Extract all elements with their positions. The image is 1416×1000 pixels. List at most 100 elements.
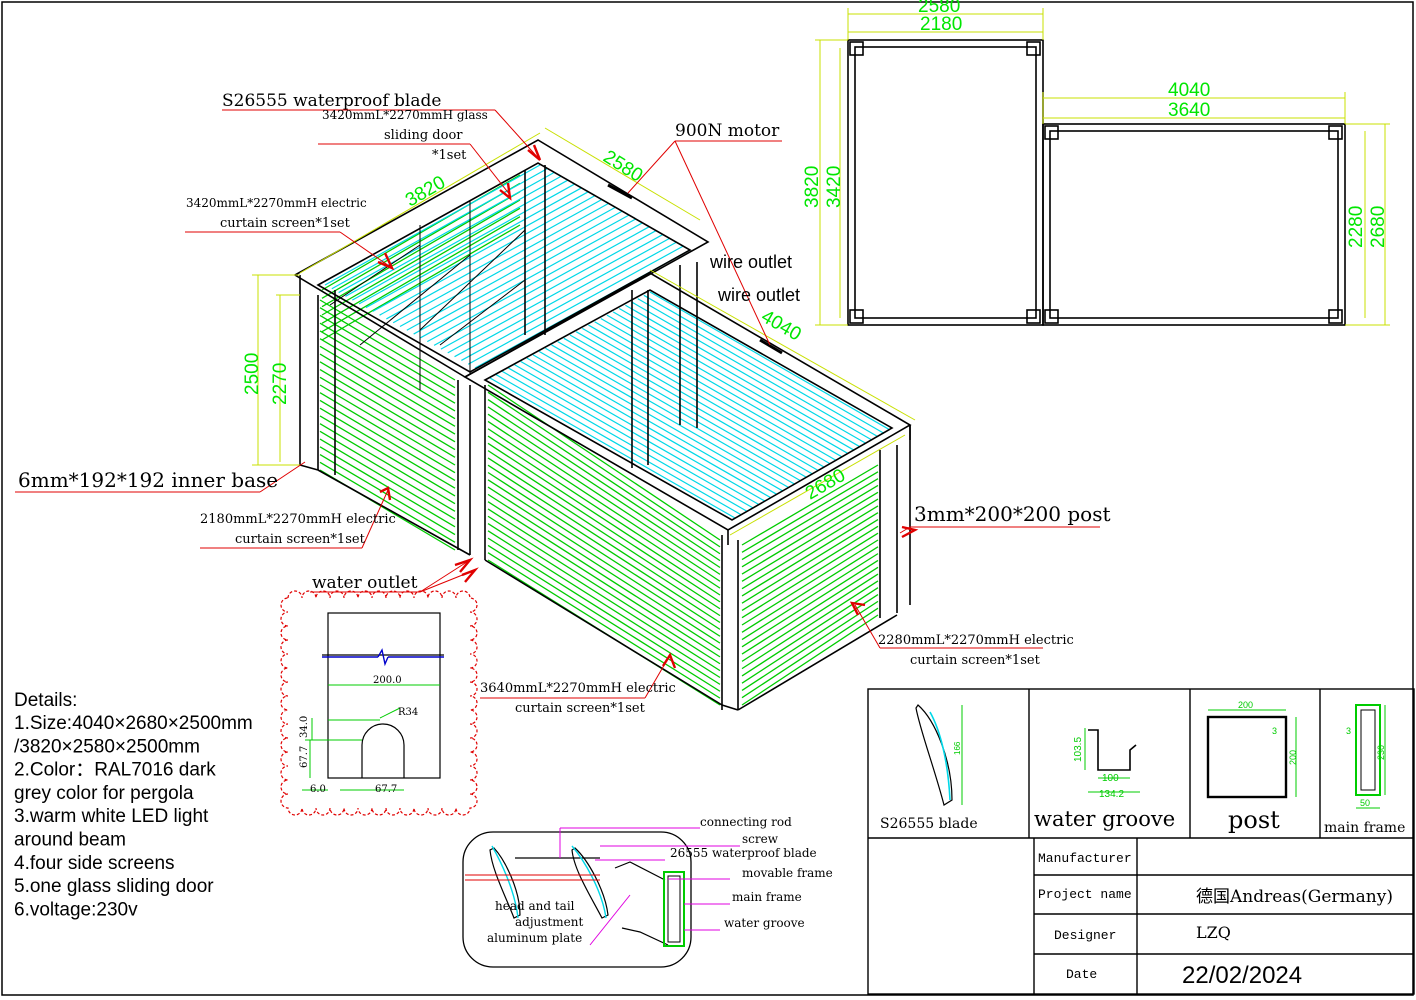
blade-line [399,206,616,328]
blade-profile: 166 [915,704,963,806]
screen-line [321,207,521,324]
groove-dim-r34: R34 [398,707,418,718]
screen-line [741,553,879,641]
screen-line [487,442,721,596]
plan-dim-right-inner: 3640 [1168,100,1210,121]
groove-dim-677-v: 67.7 [299,746,310,768]
blade-line [467,245,684,365]
groove-detail: 200.0 R34 34.0 67.7 6.0 67.7 [280,590,478,816]
blade-line [508,367,754,509]
groove-profile-w2: 134.2 [1099,789,1124,800]
screen-line [319,314,456,397]
screen-line [741,580,879,670]
blade-line [545,347,789,489]
screen-line [741,498,879,582]
blade-line [351,179,568,301]
screen-line [487,493,721,644]
screen-line [741,505,879,590]
screen-line [319,430,456,512]
blade-line [618,308,861,448]
screen-line [319,368,456,451]
screen-line [319,330,456,412]
blade-line [538,351,783,492]
screen-line [319,376,456,458]
screen-line [487,384,721,541]
blade-line [379,195,595,316]
plan-dim-top-inner: 2180 [920,14,962,35]
blade-line [563,337,807,478]
label-wire-outlet-1: wire outlet [709,252,792,272]
iso-blade-lines [324,164,891,519]
section-blade: 26555 waterproof blade [670,846,817,860]
groove-dim-6: 6.0 [310,784,326,795]
iso-dimension-lines [252,127,916,536]
screen-line [321,191,521,308]
section-detail: connecting rod screw 26555 waterproof bl… [462,815,833,968]
screen-line [741,484,879,568]
label-screen-c-1: 2280mmL*2270mmH electric [878,633,1074,648]
main-frame-profile: 3 230 50 [1346,704,1386,809]
screen-line [741,546,879,633]
screen-line [741,566,879,655]
screen-line [487,486,721,637]
screen-line [487,522,721,672]
blade-line [625,304,867,445]
label-screen-a-1: 3420mmL*2270mmH electric [186,196,367,210]
blade-line [637,298,879,438]
label-screen-c-2: curtain screen*1set [910,653,1041,668]
blade-line [406,210,623,331]
blade-line [551,344,795,485]
blade-line [338,172,554,294]
tb-project-label: Project name [1038,887,1132,902]
groove-dim-200: 200.0 [373,675,402,686]
blade-line [495,374,742,516]
screen-line [741,512,879,597]
screen-line [319,392,456,474]
tb-manufacturer-label: Manufacturer [1038,851,1132,866]
blade-line [557,341,801,482]
screen-line [741,478,879,561]
screen-line [741,518,879,604]
label-screen-b-1: 2180mmL*2270mmH electric [200,512,396,527]
blade-line [461,241,677,361]
label-glass-door-3: *1set [432,148,467,163]
groove-dim-677-h: 67.7 [375,784,397,795]
label-waterproof-blade: S26555 waterproof blade [222,91,441,111]
title-block-grid [867,688,1415,995]
screen-line [487,420,721,575]
screen-line [487,399,721,555]
blade-line [420,218,636,339]
screen-line [319,461,456,543]
blade-line [631,301,873,441]
screen-line [321,199,521,316]
groove-dim-34: 34.0 [299,716,310,738]
details-line: 6.voltage:230v [14,899,138,920]
blade-line [582,327,825,468]
water-groove-profile: 103.5 100 134.2 [1073,728,1140,800]
screen-line [319,399,456,482]
blade-line [454,237,670,358]
post-profile: 200 3 200 [1206,700,1298,799]
glass-door-lines [329,200,526,390]
frame-profile-h: 230 [1376,745,1386,760]
label-water-outlet: water outlet [312,573,418,593]
label-screen-d-2: curtain screen*1set [515,701,646,716]
screen-line [487,413,721,569]
screen-line [319,415,456,497]
section-hta-2: adjustment [515,915,583,929]
tb-project-value: 德国Andreas(Germany) [1196,887,1393,907]
screen-line [319,384,456,466]
screen-line [487,435,721,589]
blade-line [532,354,778,495]
screen-line [487,391,721,548]
label-screen-b-2: curtain screen*1set [235,532,366,547]
screen-line [487,501,721,651]
screen-line [321,216,521,333]
section-connecting-rod: connecting rod [700,815,792,829]
screen-line [487,515,721,665]
blade-line [324,164,541,286]
motor-marks [607,183,783,355]
tb-date-label: Date [1066,967,1097,982]
screen-line [319,423,456,505]
screen-line [319,299,456,381]
